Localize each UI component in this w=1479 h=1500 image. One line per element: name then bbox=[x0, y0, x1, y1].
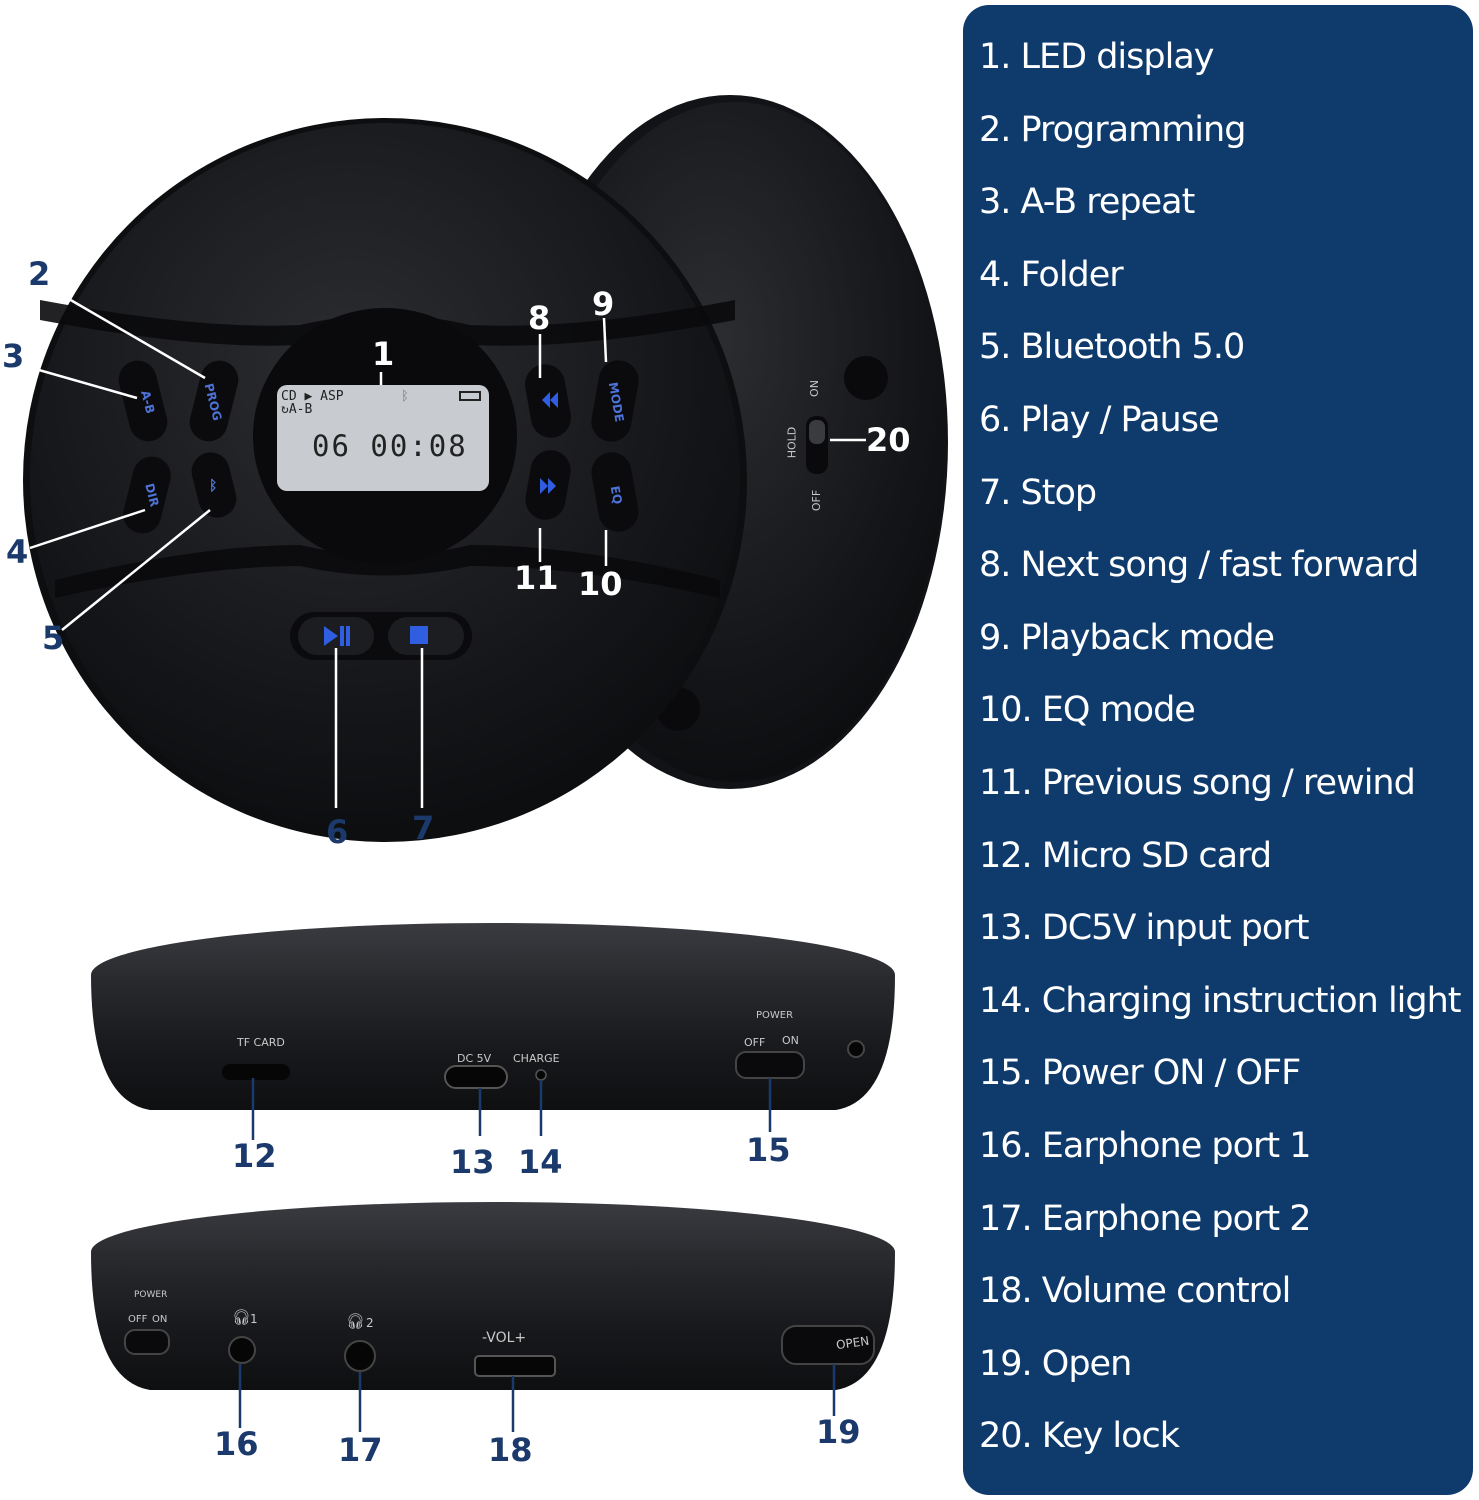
feature-item: 14. Charging instruction light bbox=[979, 981, 1462, 1021]
power-on-label-2: ON bbox=[152, 1314, 168, 1325]
feature-list-panel: 1. LED display 2. Programming 3. A-B rep… bbox=[963, 5, 1473, 1495]
callout-12: 12 bbox=[232, 1137, 277, 1175]
callout-4: 4 bbox=[6, 533, 29, 571]
bluetooth-icon: ᛒ bbox=[401, 389, 409, 404]
callout-8: 8 bbox=[528, 299, 551, 337]
lcd-main: 06 00:08 bbox=[312, 429, 468, 463]
headphone-icon-1: 🎧︎ bbox=[232, 1308, 252, 1326]
side-view-2 bbox=[91, 1202, 895, 1390]
power-switch-2 bbox=[124, 1329, 170, 1355]
earphone-port-2 bbox=[344, 1340, 376, 1372]
lcd-line2: ↻A-B bbox=[281, 402, 313, 417]
stop-icon bbox=[410, 626, 428, 644]
callout-20: 20 bbox=[866, 421, 911, 459]
feature-item: 18. Volume control bbox=[979, 1271, 1291, 1311]
power-off-label: OFF bbox=[744, 1036, 766, 1049]
callout-10: 10 bbox=[578, 565, 623, 603]
charge-led bbox=[535, 1069, 547, 1081]
previous-icon bbox=[542, 392, 558, 408]
callout-14: 14 bbox=[518, 1143, 563, 1181]
side-view-1 bbox=[91, 923, 895, 1110]
feature-item: 7. Stop bbox=[979, 473, 1097, 513]
next-icon bbox=[540, 478, 556, 494]
leader-lines-2 bbox=[251, 1078, 772, 1140]
callout-3: 3 bbox=[2, 337, 25, 375]
power-label-2: POWER bbox=[134, 1290, 168, 1300]
player-drawing bbox=[23, 95, 948, 1432]
callout-13: 13 bbox=[450, 1143, 495, 1181]
tf-card-slot bbox=[222, 1064, 290, 1080]
ear2-label: 2 bbox=[366, 1316, 374, 1330]
play-pause-icon bbox=[324, 626, 338, 646]
dc5v-label: DC 5V bbox=[457, 1052, 492, 1065]
feature-item: 8. Next song / fast forward bbox=[979, 545, 1419, 585]
callout-17: 17 bbox=[338, 1431, 383, 1469]
bluetooth-button-icon[interactable]: ᛒ bbox=[209, 478, 218, 494]
callout-6: 6 bbox=[326, 813, 349, 851]
power-label: POWER bbox=[756, 1010, 794, 1021]
callout-1: 1 bbox=[372, 335, 395, 373]
feature-item: 16. Earphone port 1 bbox=[979, 1126, 1312, 1166]
feature-item: 1. LED display bbox=[979, 37, 1214, 77]
hold-label: HOLD bbox=[785, 426, 799, 459]
lcd-line1: CD ▶ ASP bbox=[281, 389, 344, 404]
power-off-label-2: OFF bbox=[128, 1314, 148, 1325]
volume-wheel bbox=[474, 1355, 556, 1377]
tf-card-label: TF CARD bbox=[237, 1036, 285, 1049]
earphone-port-1 bbox=[228, 1336, 256, 1364]
led-display: CD ▶ ASP ↻A-B ᛒ 06 00:08 bbox=[277, 385, 489, 491]
feature-item: 13. DC5V input port bbox=[979, 908, 1309, 948]
power-on-label: ON bbox=[782, 1034, 799, 1047]
feature-item: 19. Open bbox=[979, 1344, 1132, 1384]
hold-on-label: ON bbox=[807, 380, 821, 397]
callout-5: 5 bbox=[42, 619, 65, 657]
hold-off-label: OFF bbox=[810, 489, 824, 512]
feature-item: 3. A-B repeat bbox=[979, 182, 1195, 222]
callout-16: 16 bbox=[214, 1425, 259, 1463]
battery-icon bbox=[459, 391, 481, 401]
feature-item: 12. Micro SD card bbox=[979, 836, 1272, 876]
feature-item: 6. Play / Pause bbox=[979, 400, 1219, 440]
product-illustration: CD ▶ ASP ↻A-B ᛒ 06 00:08 A-B PROG DIR ᛒ … bbox=[2, 95, 948, 1469]
feature-item: 15. Power ON / OFF bbox=[979, 1053, 1301, 1093]
dc5v-port bbox=[444, 1065, 508, 1089]
feature-item: 2. Programming bbox=[979, 110, 1246, 150]
feature-item: 9. Playback mode bbox=[979, 618, 1275, 658]
power-switch bbox=[735, 1051, 805, 1079]
callout-2: 2 bbox=[28, 255, 51, 293]
callout-9: 9 bbox=[592, 285, 615, 323]
feature-item: 11. Previous song / rewind bbox=[979, 763, 1416, 803]
callout-19: 19 bbox=[816, 1413, 861, 1451]
callout-18: 18 bbox=[488, 1431, 533, 1469]
feature-item: 10. EQ mode bbox=[979, 690, 1196, 730]
callout-11: 11 bbox=[514, 559, 559, 597]
leader-lines-3 bbox=[238, 1364, 836, 1432]
feature-item: 17. Earphone port 2 bbox=[979, 1199, 1312, 1239]
rear-foot bbox=[844, 356, 888, 400]
open-slider bbox=[781, 1325, 875, 1365]
feature-item: 5. Bluetooth 5.0 bbox=[979, 327, 1245, 367]
charge-label: CHARGE bbox=[513, 1052, 560, 1065]
callout-15: 15 bbox=[746, 1131, 791, 1169]
callout-7: 7 bbox=[412, 809, 435, 847]
headphone-icon-2: 🎧︎ bbox=[346, 1312, 366, 1330]
feature-item: 4. Folder bbox=[979, 255, 1124, 295]
eq-button[interactable]: EQ bbox=[607, 484, 625, 506]
vol-label: -VOL+ bbox=[482, 1330, 527, 1346]
feature-item: 20. Key lock bbox=[979, 1416, 1180, 1456]
ear1-label: 1 bbox=[250, 1312, 258, 1326]
